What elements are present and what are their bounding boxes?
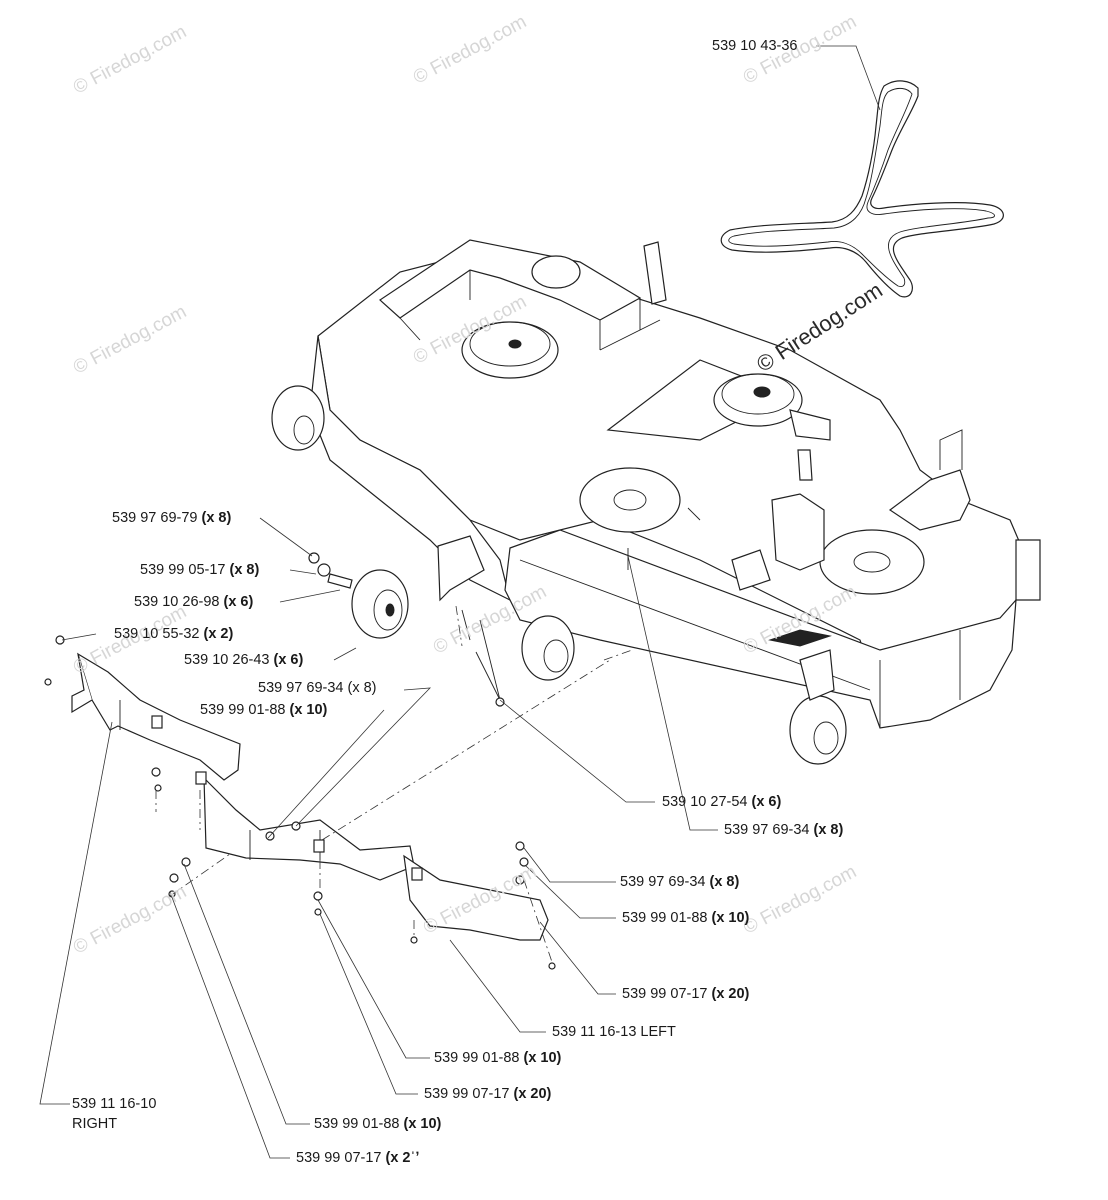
part-label: 539 99 01-88 (x 10) <box>434 1050 561 1066</box>
part-quantity: (x 20) <box>711 986 750 1002</box>
part-label: 539 10 26-98 (x 6) <box>134 594 253 610</box>
part-quantity: (x 8) <box>229 562 260 578</box>
part-number: 539 99 07-17 <box>424 1086 510 1102</box>
part-label: 539 99 01-88 (x 10) <box>200 702 327 718</box>
part-label: 539 97 69-34 (x 8) <box>258 680 377 696</box>
part-number: 539 99 07-17 <box>296 1150 382 1166</box>
part-quantity: (x 8) <box>347 680 377 696</box>
part-number: 539 97 69-34 <box>620 874 706 890</box>
part-quantity: (x 6) <box>751 794 782 810</box>
part-label: 539 99 07-17 (x 20) <box>424 1086 551 1102</box>
part-label: 539 99 05-17 (x 8) <box>140 562 259 578</box>
part-number: 539 10 55-32 <box>114 626 200 642</box>
part-number: 539 99 01-88 <box>314 1116 400 1132</box>
part-quantity: (x 6) <box>223 594 254 610</box>
part-label: 539 97 69-34 (x 8) <box>620 874 739 890</box>
part-number: 539 97 69-34 <box>724 822 810 838</box>
part-label: 539 10 55-32 (x 2) <box>114 626 233 642</box>
part-number: 539 99 01-88 <box>434 1050 520 1066</box>
part-label: 539 97 69-79 (x 8) <box>112 510 231 526</box>
part-quantity: (x 2) <box>203 626 234 642</box>
part-label: 539 10 26-43 (x 6) <box>184 652 303 668</box>
assembly-lines <box>155 605 633 963</box>
part-quantity: (x 10) <box>403 1116 442 1132</box>
wheel-front-left <box>521 615 575 681</box>
baffle-right <box>71 652 241 792</box>
part-quantity: (x 8) <box>709 874 740 890</box>
part-number: 539 99 07-17 <box>622 986 708 1002</box>
part-label: 539 97 69-34 (x 8) <box>724 822 843 838</box>
part-quantity: (x 8) <box>201 510 232 526</box>
part-number: 539 10 43-36 <box>712 38 798 54</box>
part-label: 539 11 16-13 LEFT <box>552 1024 676 1040</box>
drive-belt <box>720 80 1004 298</box>
part-number: 539 99 01-88 <box>622 910 708 926</box>
part-quantity: (x 8) <box>813 822 844 838</box>
part-label: 539 10 27-54 (x 6) <box>662 794 781 810</box>
part-quantity: (x 20) <box>513 1086 552 1102</box>
part-number: 539 97 69-79 <box>112 510 198 526</box>
wheel-exploded <box>351 569 409 639</box>
part-number: 539 99 01-88 <box>200 702 286 718</box>
baffle-center <box>168 771 415 916</box>
wheel-rear-left <box>271 385 325 451</box>
part-label: 539 99 07-17 (x 2ˈʼ <box>296 1150 419 1166</box>
part-number: 539 10 26-98 <box>134 594 220 610</box>
part-quantity: (x 10) <box>289 702 328 718</box>
part-quantity: (x 10) <box>711 910 750 926</box>
part-number: 539 10 27-54 <box>662 794 748 810</box>
axle-hardware <box>44 552 505 707</box>
part-number: 539 11 16-10 <box>72 1096 157 1112</box>
wheel-rear-right <box>531 255 581 289</box>
leader-lines <box>39 45 881 1159</box>
part-label: 539 99 01-88 (x 10) <box>622 910 749 926</box>
part-quantity: (x 10) <box>523 1050 562 1066</box>
part-number: 539 10 26-43 <box>184 652 270 668</box>
wheel-front-right <box>789 649 847 765</box>
deck-wheels <box>271 255 847 765</box>
part-quantity: (x 2ˈʼ <box>385 1150 420 1166</box>
part-side: LEFT <box>640 1024 676 1040</box>
part-label: 539 99 07-17 (x 20) <box>622 986 749 1002</box>
part-number: 539 11 16-13 <box>552 1024 637 1040</box>
part-number: 539 97 69-34 <box>258 680 344 696</box>
part-label: 539 99 01-88 (x 10) <box>314 1116 441 1132</box>
part-number: 539 99 05-17 <box>140 562 226 578</box>
part-label-belt: 539 10 43-36 <box>712 38 797 54</box>
part-label: 539 11 16-10 RIGHT <box>72 1096 156 1132</box>
part-quantity: (x 6) <box>273 652 304 668</box>
part-side: RIGHT <box>72 1116 118 1132</box>
mower-deck <box>309 239 1041 729</box>
